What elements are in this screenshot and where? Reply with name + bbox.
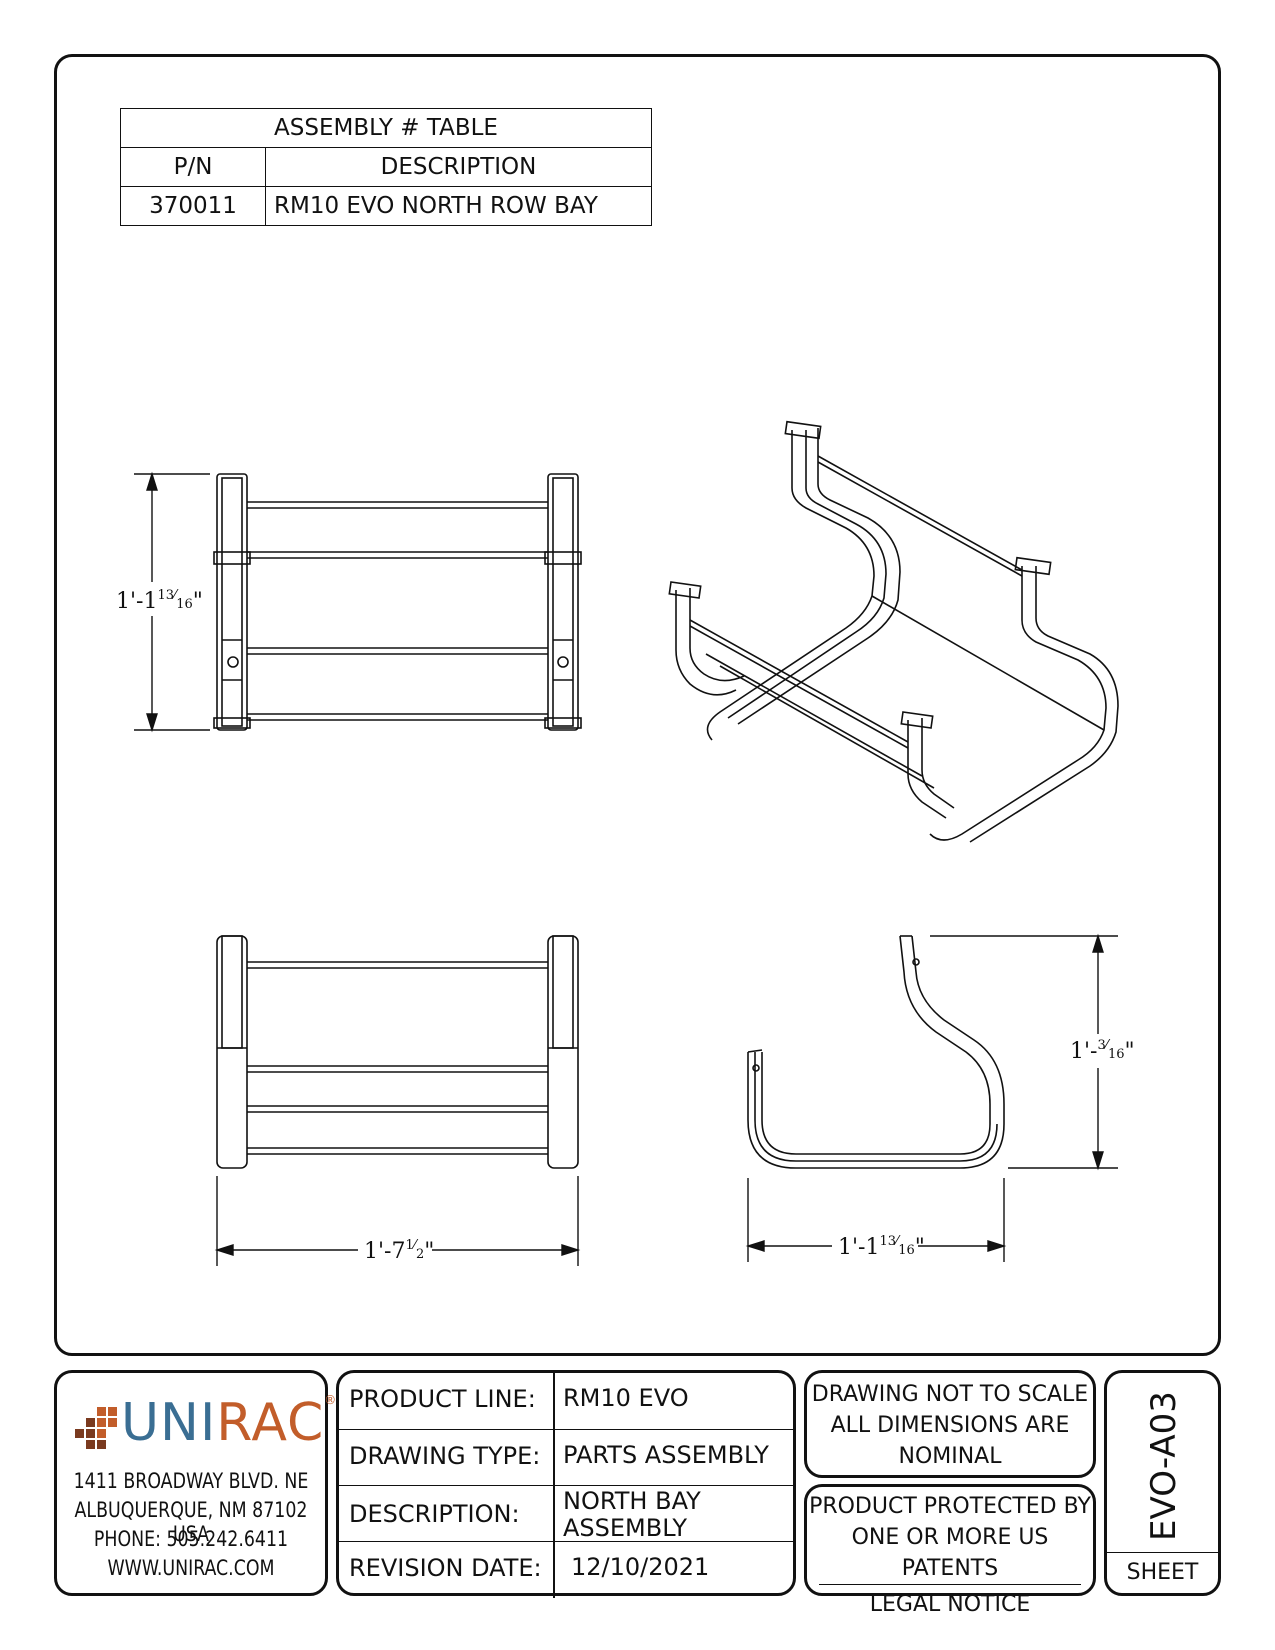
top-view bbox=[213, 473, 582, 731]
info-row-drawing-type: DRAWING TYPE: PARTS ASSEMBLY bbox=[339, 1429, 793, 1486]
dim-side-width: 1'-113⁄16" bbox=[838, 1234, 925, 1260]
info-row-revision-date: REVISION DATE: 12/10/2021 bbox=[339, 1541, 793, 1598]
table-header-description: DESCRIPTION bbox=[265, 147, 652, 187]
info-row-product-line: PRODUCT LINE: RM10 EVO bbox=[339, 1373, 793, 1429]
table-cell-pn: 370011 bbox=[120, 186, 266, 226]
dim-front-width: 1'-71⁄2" bbox=[364, 1238, 434, 1264]
dim-top-height: 1'-113⁄16" bbox=[116, 588, 203, 614]
drawing-type-value: PARTS ASSEMBLY bbox=[563, 1441, 769, 1469]
phone-number: PHONE: 505.242.6411 bbox=[93, 1527, 289, 1551]
patent-note-block: PRODUCT PROTECTED BY ONE OR MORE US PATE… bbox=[804, 1484, 1096, 1617]
assembly-table: ASSEMBLY # TABLE P/N DESCRIPTION 370011 … bbox=[120, 108, 652, 226]
legal-notice: LEGAL NOTICE bbox=[869, 1592, 1031, 1617]
scale-note-block: DRAWING NOT TO SCALE ALL DIMENSIONS ARE … bbox=[804, 1370, 1096, 1478]
sheet-number: EVO-A03 bbox=[1144, 1391, 1184, 1541]
note-dimensions: ALL DIMENSIONS ARE bbox=[830, 1413, 1070, 1438]
note-patents: ONE OR MORE US PATENTS bbox=[819, 1522, 1081, 1585]
dim-side-height: 1'-3⁄16" bbox=[1070, 1038, 1135, 1064]
front-view bbox=[216, 935, 579, 1169]
note-not-to-scale: DRAWING NOT TO SCALE bbox=[811, 1382, 1089, 1407]
logo-wordmark: UNIRAC® bbox=[121, 1393, 338, 1453]
note-nominal: NOMINAL bbox=[898, 1444, 1002, 1469]
table-cell-description: RM10 EVO NORTH ROW BAY bbox=[265, 186, 652, 226]
note-protected: PRODUCT PROTECTED BY bbox=[809, 1494, 1091, 1519]
side-view bbox=[747, 935, 1005, 1169]
unirac-logo: UNIRAC® bbox=[75, 1393, 336, 1455]
sheet-block: EVO-A03 SHEET bbox=[1104, 1370, 1221, 1596]
company-block: UNIRAC® 1411 BROADWAY BLVD. NE ALBUQUERQ… bbox=[54, 1370, 336, 1596]
logo-squares-icon bbox=[75, 1407, 117, 1449]
description-label: DESCRIPTION: bbox=[349, 1500, 520, 1528]
sheet-label: SHEET bbox=[1107, 1552, 1218, 1593]
address-line-1: 1411 BROADWAY BLVD. NE bbox=[73, 1469, 309, 1493]
drawing-type-label: DRAWING TYPE: bbox=[349, 1442, 541, 1470]
product-line-value: RM10 EVO bbox=[563, 1384, 689, 1412]
revision-date-value: 12/10/2021 bbox=[571, 1553, 710, 1581]
table-header-pn: P/N bbox=[120, 147, 266, 187]
isometric-view bbox=[668, 420, 1119, 843]
website: WWW.UNIRAC.COM bbox=[107, 1556, 275, 1580]
revision-date-label: REVISION DATE: bbox=[349, 1554, 542, 1582]
address-line-2: ALBUQUERQUE, NM 87102 USA bbox=[74, 1498, 308, 1546]
product-line-label: PRODUCT LINE: bbox=[349, 1385, 536, 1413]
drawing-frame bbox=[54, 54, 1221, 1356]
drawing-info-block: PRODUCT LINE: RM10 EVO DRAWING TYPE: PAR… bbox=[336, 1370, 796, 1598]
